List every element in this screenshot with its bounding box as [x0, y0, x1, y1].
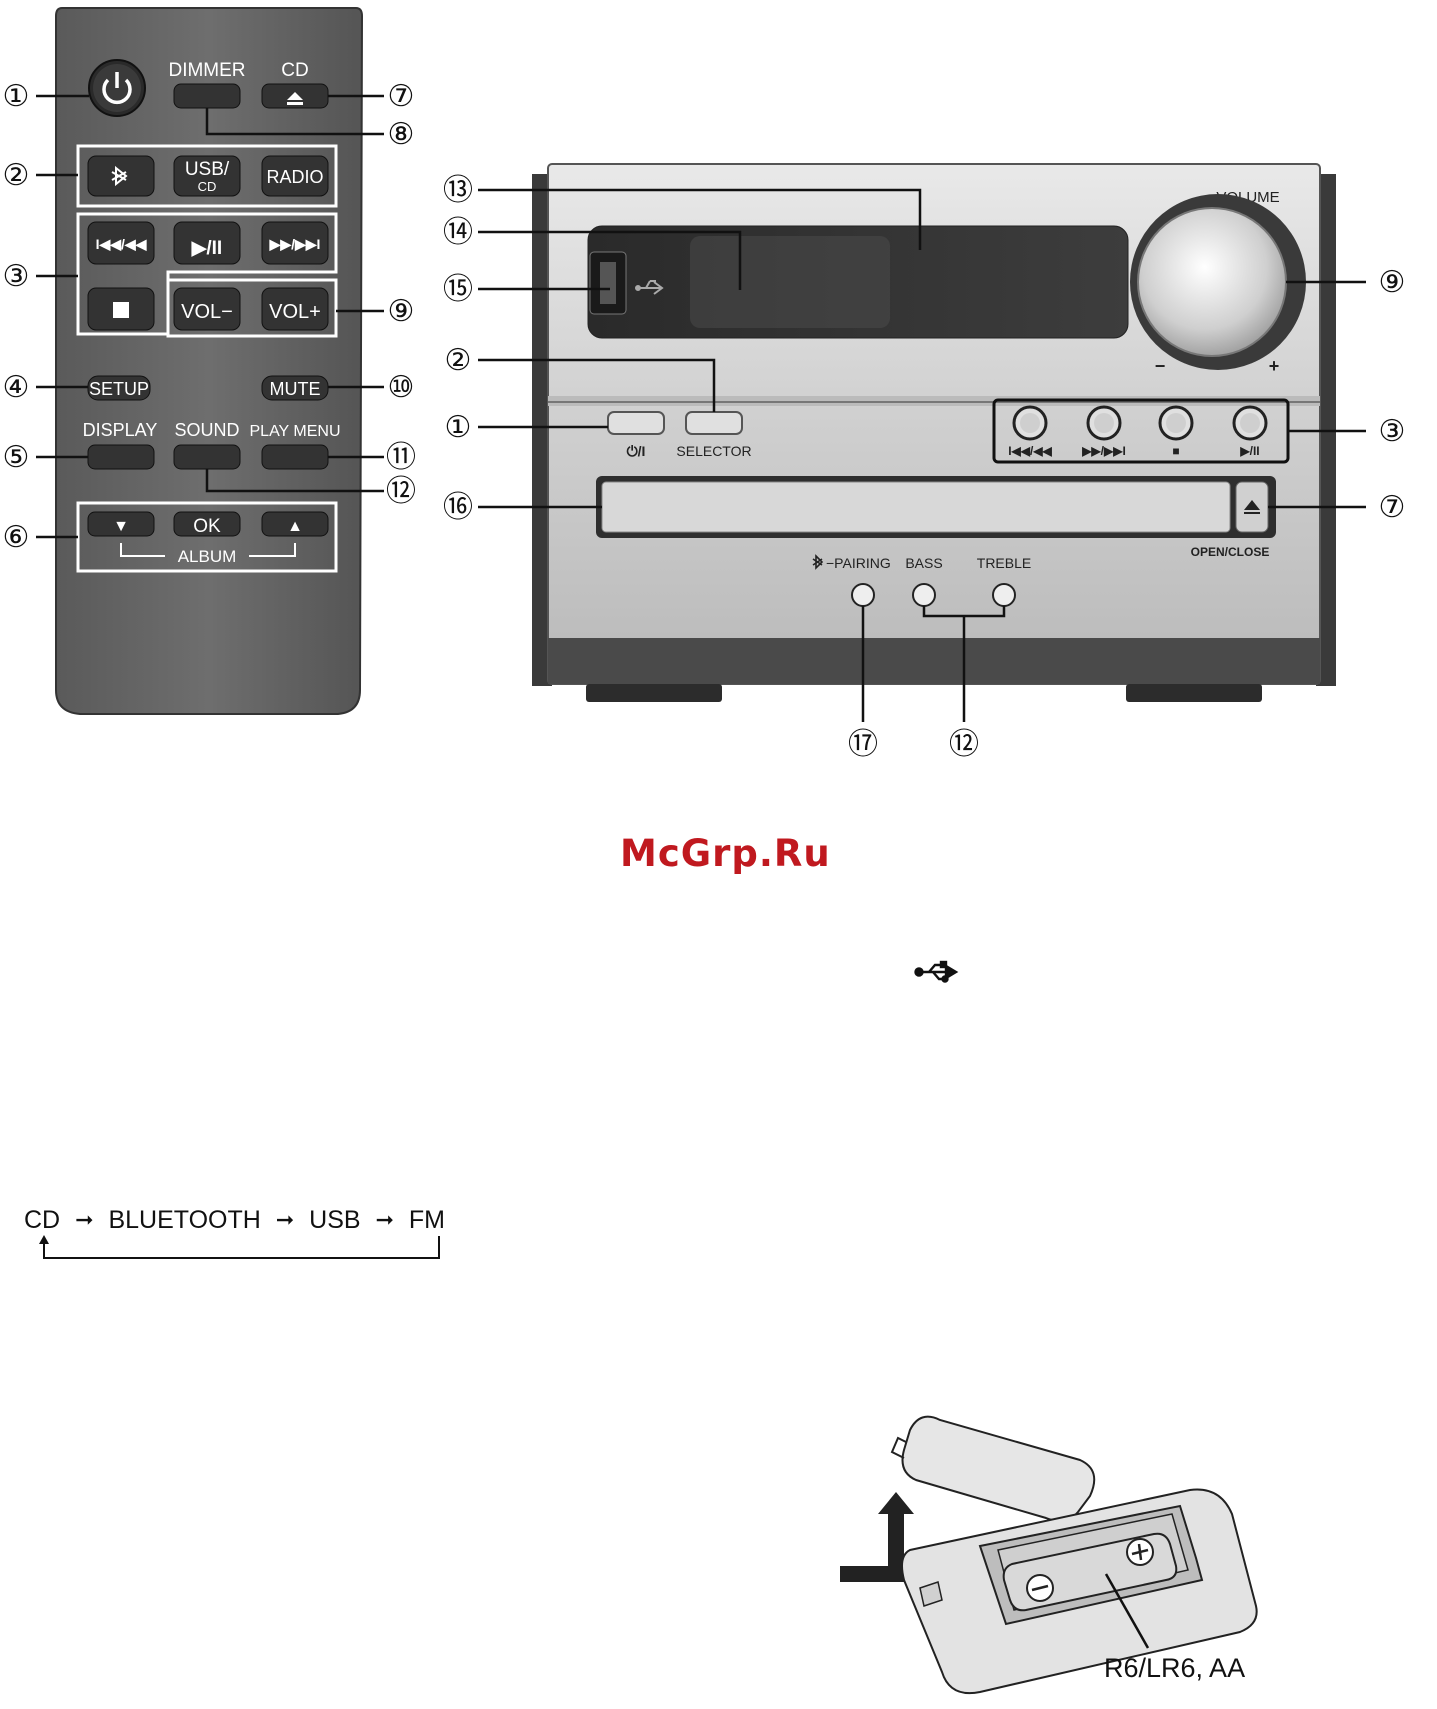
remote-prev-button[interactable]: I◀◀/◀◀ [88, 222, 154, 264]
arrow-right-icon: ➞ [75, 1207, 93, 1233]
pairing-button[interactable] [852, 584, 874, 606]
remote-vol-minus-button[interactable]: VOL− [174, 288, 240, 330]
main-unit-figure: VOLUME − + ⏻/I SELECTOR I◀◀/◀◀ ▶▶/▶▶I ■ … [440, 150, 1430, 770]
remote-next-button[interactable]: ▶▶/▶▶I [262, 222, 328, 264]
unit-play-pause-button[interactable] [1234, 407, 1266, 439]
unit-callout-3: ③ [1379, 415, 1406, 448]
treble-button[interactable] [993, 584, 1015, 606]
volume-plus-mark: + [1269, 356, 1280, 376]
bass-button[interactable] [913, 584, 935, 606]
flow-item-fm: FM [409, 1206, 445, 1234]
flow-item-cd: CD [24, 1206, 60, 1234]
unit-callout-1: ① [445, 411, 472, 444]
display-label: DISPLAY [83, 420, 158, 440]
remote-vol-plus-button[interactable]: VOL+ [262, 288, 328, 330]
battery-cover [892, 1417, 1094, 1521]
usb-icon [914, 960, 960, 984]
svg-text:USB/: USB/ [185, 159, 230, 180]
pairing-label: −PAIRING [826, 555, 891, 571]
flow-item-bluetooth: BLUETOOTH [108, 1206, 260, 1234]
volume-knob[interactable] [1138, 208, 1286, 356]
svg-text:▶/II: ▶/II [191, 238, 222, 259]
play-menu-button[interactable] [262, 445, 328, 469]
callout-9: ⑨ [388, 295, 415, 328]
unit-stop-label: ■ [1172, 444, 1179, 458]
remote-control-figure: DIMMER CD USB/ CD RADIO I◀◀/◀◀ ▶/II ▶▶/▶… [0, 0, 420, 740]
unit-callout-17: ⑰ [848, 728, 878, 761]
remote-play-pause-button[interactable]: ▶/II [174, 222, 240, 264]
remote-stop-button[interactable] [88, 288, 154, 330]
setup-button[interactable]: SETUP [88, 376, 150, 400]
svg-text:VOL−: VOL− [181, 301, 233, 323]
unit-play-label: ▶/II [1239, 444, 1259, 458]
unit-callout-13: ⑬ [443, 174, 473, 207]
svg-text:▶▶/▶▶I: ▶▶/▶▶I [269, 236, 321, 252]
unit-callout-16: ⑯ [443, 491, 473, 524]
unit-next-button[interactable] [1088, 407, 1120, 439]
radio-button[interactable]: RADIO [262, 156, 328, 196]
arrow-right-icon: ➞ [376, 1207, 394, 1233]
callout-1: ① [3, 80, 30, 113]
unit-callout-9: ⑨ [1379, 266, 1406, 299]
selector-button[interactable] [686, 412, 742, 434]
cd-eject-label: CD [281, 60, 308, 81]
svg-text:CD: CD [198, 179, 217, 194]
unit-callout-12: ⑫ [949, 728, 979, 761]
unit-callout-2: ② [445, 344, 472, 377]
display-button[interactable] [88, 445, 154, 469]
callout-2: ② [3, 159, 30, 192]
ok-button[interactable]: OK [174, 512, 240, 537]
svg-text:I◀◀/◀◀: I◀◀/◀◀ [96, 236, 147, 252]
svg-text:OK: OK [193, 516, 221, 537]
bass-label: BASS [905, 555, 942, 571]
callout-11: ⑪ [386, 441, 416, 474]
callout-8: ⑧ [388, 118, 415, 151]
selector-label: SELECTOR [676, 443, 751, 459]
open-close-label: OPEN/CLOSE [1191, 545, 1270, 559]
unit-prev-label: I◀◀/◀◀ [1008, 444, 1052, 458]
svg-text:MUTE: MUTE [270, 379, 321, 399]
watermark-text: McGrp.Ru [620, 832, 831, 875]
power-label: ⏻/I [627, 443, 646, 459]
play-menu-label: PLAY MENU [250, 423, 341, 440]
unit-prev-button[interactable] [1014, 407, 1046, 439]
bluetooth-button[interactable] [88, 156, 154, 196]
callout-5: ⑤ [3, 441, 30, 474]
svg-text:VOL+: VOL+ [269, 301, 321, 323]
unit-stop-button[interactable] [1160, 407, 1192, 439]
sound-button[interactable] [174, 445, 240, 469]
callout-3: ③ [3, 260, 30, 293]
treble-label: TREBLE [977, 555, 1031, 571]
svg-text:▲: ▲ [287, 518, 303, 535]
unit-callout-7: ⑦ [1379, 491, 1406, 524]
album-down-button[interactable]: ▼ [88, 512, 154, 536]
callout-12: ⑫ [386, 475, 416, 508]
dimmer-button[interactable] [174, 84, 240, 108]
svg-text:SETUP: SETUP [89, 379, 149, 399]
sound-label: SOUND [174, 420, 239, 440]
usb-cd-button[interactable]: USB/ CD [174, 156, 240, 196]
volume-minus-mark: − [1155, 356, 1166, 376]
callout-6: ⑥ [3, 521, 30, 554]
battery-type-label: R6/LR6, AA [1104, 1653, 1245, 1684]
cd-eject-button[interactable] [262, 84, 328, 108]
mute-button[interactable]: MUTE [262, 376, 328, 400]
unit-callout-15: ⑮ [443, 273, 473, 306]
unit-power-button[interactable] [608, 412, 664, 434]
unit-next-label: ▶▶/▶▶I [1081, 444, 1126, 458]
dimmer-label: DIMMER [168, 60, 245, 81]
remote-power-button[interactable] [89, 60, 145, 116]
svg-text:▼: ▼ [113, 518, 129, 535]
svg-text:RADIO: RADIO [266, 167, 323, 187]
callout-10: ⑩ [388, 371, 415, 404]
flow-loop-arrow [30, 1232, 450, 1264]
source-flow: CD ➞ BLUETOOTH ➞ USB ➞ FM [24, 1205, 445, 1235]
album-label: ALBUM [178, 547, 237, 566]
flow-item-usb: USB [309, 1206, 360, 1234]
callout-7: ⑦ [388, 80, 415, 113]
arrow-right-icon: ➞ [276, 1207, 294, 1233]
unit-callout-14: ⑭ [443, 216, 473, 249]
callout-4: ④ [3, 371, 30, 404]
album-up-button[interactable]: ▲ [262, 512, 328, 536]
